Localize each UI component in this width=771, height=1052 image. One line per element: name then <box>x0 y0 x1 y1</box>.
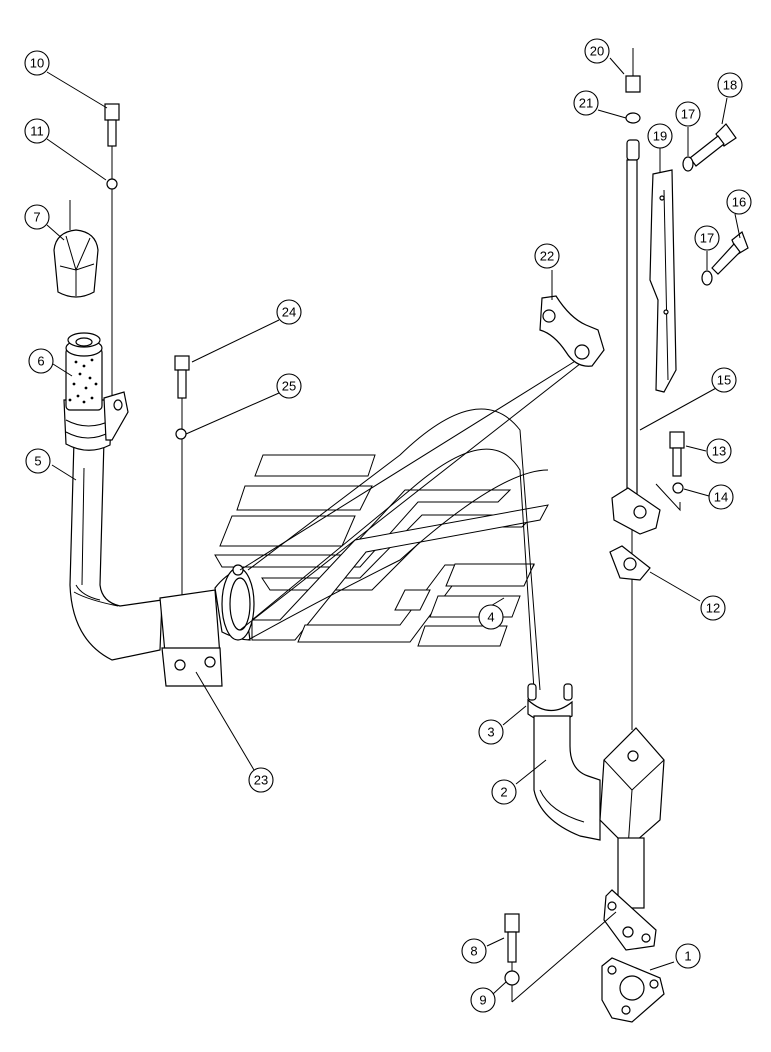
callout-7: 7 <box>24 204 50 230</box>
callout-24: 24 <box>276 299 302 325</box>
callout-23-label: 23 <box>254 773 268 788</box>
gasket-1 <box>601 957 665 1023</box>
watermark-logo <box>214 454 549 647</box>
callout-23: 23 <box>248 767 274 793</box>
callout-4-label: 4 <box>487 610 494 625</box>
callout-6: 6 <box>28 348 54 374</box>
callout-1: 1 <box>675 943 701 969</box>
callout-21: 21 <box>573 90 599 116</box>
callout-14: 14 <box>708 484 734 510</box>
callout-13-label: 13 <box>712 444 726 459</box>
callout-22-label: 22 <box>540 249 554 264</box>
washer-14 <box>655 482 684 512</box>
callout-13: 13 <box>706 438 732 464</box>
guide-flange <box>611 487 661 535</box>
callout-14-label: 14 <box>714 490 728 505</box>
callout-1-label: 1 <box>684 949 691 964</box>
callout-18-label: 18 <box>723 78 737 93</box>
callout-19: 19 <box>647 123 673 149</box>
callout-17-top-label: 17 <box>681 107 695 122</box>
callout-16: 16 <box>726 189 752 215</box>
callout-24-label: 24 <box>282 305 296 320</box>
callout-3-label: 3 <box>487 725 494 740</box>
left-filler-pipe <box>63 391 163 661</box>
bolt-8 <box>504 913 520 1002</box>
callout-2-label: 2 <box>500 785 507 800</box>
callout-25-label: 25 <box>282 379 296 394</box>
callout-3: 3 <box>478 719 504 745</box>
strainer-screen <box>65 332 103 411</box>
bolt-13 <box>669 431 685 477</box>
callout-21-label: 21 <box>579 96 593 111</box>
callout-12: 12 <box>700 595 726 621</box>
callout-17-bottom: 17 <box>694 225 720 251</box>
washer-25 <box>175 428 187 440</box>
callout-16-label: 16 <box>732 195 746 210</box>
callout-15: 15 <box>711 367 737 393</box>
bolt-24 <box>174 355 190 660</box>
dipstick-guide-19 <box>649 169 677 393</box>
callout-8: 8 <box>461 938 487 964</box>
callout-15-label: 15 <box>717 373 731 388</box>
callout-9-label: 9 <box>479 993 486 1008</box>
callout-2: 2 <box>491 779 517 805</box>
hose-4 <box>214 354 586 691</box>
callout-20: 20 <box>584 38 610 64</box>
callout-11: 11 <box>24 118 50 144</box>
washer-11 <box>106 178 118 190</box>
callout-20-label: 20 <box>590 44 604 59</box>
callout-8-label: 8 <box>470 944 477 959</box>
bracket-22 <box>539 295 605 367</box>
callout-12-label: 12 <box>706 601 720 616</box>
callout-11-label: 11 <box>30 124 44 139</box>
callout-19-label: 19 <box>653 129 667 144</box>
pipe-flange <box>603 889 657 951</box>
washer-9 <box>504 970 520 986</box>
callout-7-label: 7 <box>33 210 40 225</box>
gasket-12 <box>609 545 651 581</box>
callout-5: 5 <box>25 448 51 474</box>
bolt-10 <box>104 103 120 395</box>
callout-22: 22 <box>534 243 560 269</box>
callout-5-label: 5 <box>34 454 41 469</box>
valve-block <box>599 727 665 909</box>
washer-17-bottom <box>701 270 713 286</box>
filler-cap <box>53 200 99 298</box>
callout-9: 9 <box>470 987 496 1013</box>
callout-10-label: 10 <box>30 56 44 71</box>
leader-lines <box>46 57 741 1003</box>
dipstick-15 <box>625 48 641 730</box>
callout-10: 10 <box>24 50 50 76</box>
bolt-18 <box>689 123 737 167</box>
callout-6-label: 6 <box>37 354 44 369</box>
callout-25: 25 <box>276 373 302 399</box>
callout-18: 18 <box>717 72 743 98</box>
callout-4: 4 <box>478 604 504 630</box>
callout-17-top: 17 <box>675 101 701 127</box>
washer-17-top <box>682 156 694 172</box>
elbow-pipe-2 <box>533 715 601 841</box>
bolt-16 <box>711 231 749 275</box>
callout-17-bottom-label: 17 <box>700 231 714 246</box>
hose-clamp-23 <box>159 589 223 687</box>
